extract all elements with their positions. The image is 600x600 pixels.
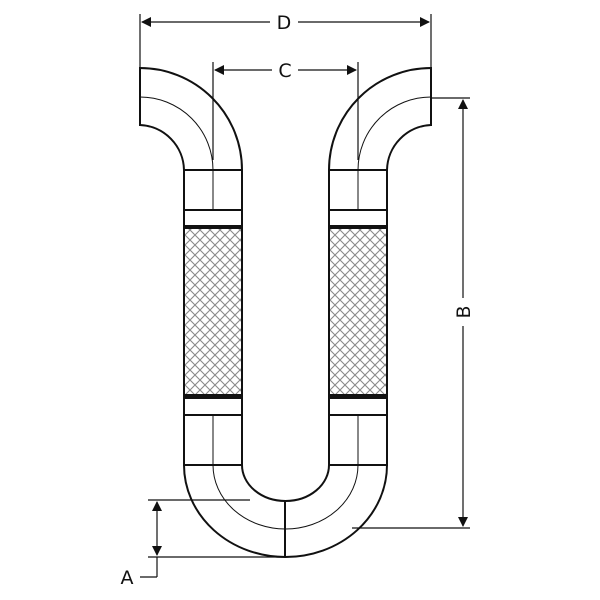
dimension-d-label: D	[277, 12, 292, 34]
left-braided-hose	[183, 227, 243, 397]
right-braided-hose	[328, 227, 388, 397]
dimension-c-label: C	[278, 60, 291, 82]
bottom-u-bend	[182, 464, 389, 558]
right-top-elbow	[327, 66, 432, 171]
dimension-c: C	[212, 60, 359, 160]
dimension-b: B	[352, 97, 475, 529]
left-lower-band	[183, 397, 243, 416]
left-top-elbow	[139, 66, 244, 171]
dimension-d: D	[139, 12, 432, 68]
right-leg	[328, 169, 388, 466]
right-lower-band	[328, 397, 388, 416]
dimension-b-label: B	[453, 305, 475, 318]
left-upper-band	[183, 209, 243, 228]
dimension-a: A	[121, 499, 285, 589]
dimension-a-label: A	[121, 567, 134, 589]
right-upper-band	[328, 209, 388, 228]
left-leg	[183, 169, 243, 466]
